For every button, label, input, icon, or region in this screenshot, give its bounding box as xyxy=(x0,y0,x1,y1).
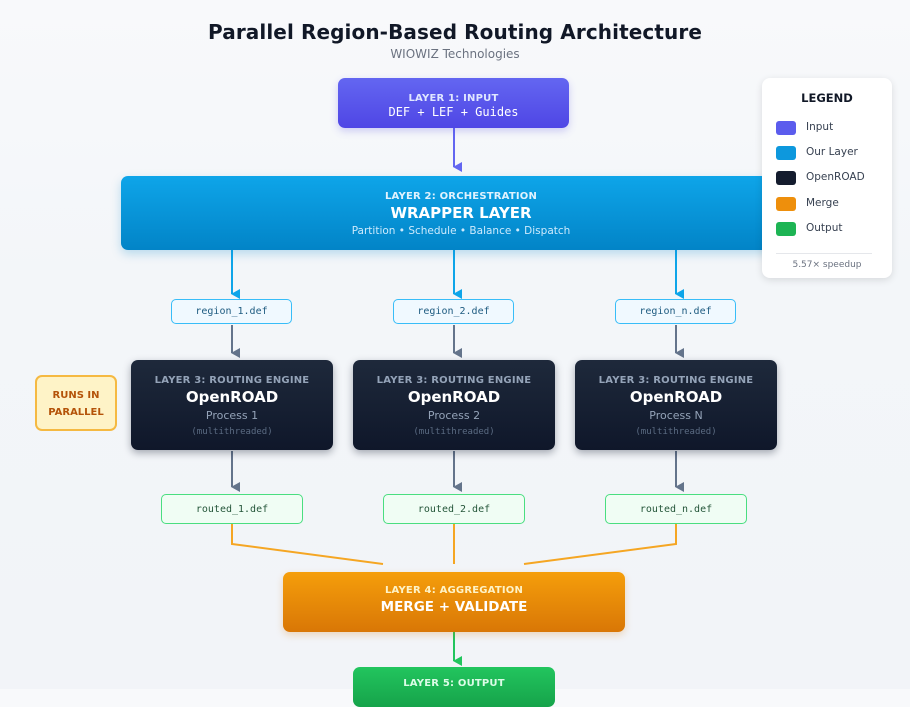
diagram-title: Parallel Region-Based Routing Architectu… xyxy=(208,20,702,44)
legend-swatch xyxy=(776,146,796,160)
merge-line-1 xyxy=(231,524,384,565)
routed-file-2[interactable]: routed_2.def xyxy=(383,494,525,524)
engine-label: LAYER 3: ROUTING ENGINE xyxy=(598,375,754,386)
engine-name: OpenROAD xyxy=(185,388,279,406)
engine-process: Process 1 xyxy=(205,409,259,422)
routed-file-1[interactable]: routed_1.def xyxy=(161,494,303,524)
layer2-label: LAYER 2: ORCHESTRATION xyxy=(384,191,538,202)
legend-title: LEGEND xyxy=(801,91,853,105)
layer4-main: MERGE + VALIDATE xyxy=(380,599,528,615)
parallel-line-2: PARALLEL xyxy=(48,407,104,418)
engine-note: (multithreaded) xyxy=(191,427,273,437)
engine-node-1[interactable]: LAYER 3: ROUTING ENGINE OpenROAD Process… xyxy=(131,360,333,450)
legend-swatch xyxy=(776,121,796,135)
layer5-label: LAYER 5: OUTPUT xyxy=(403,678,505,689)
region-file-n[interactable]: region_n.def xyxy=(615,299,736,324)
legend-swatch xyxy=(776,171,796,185)
engine-name: OpenROAD xyxy=(629,388,723,406)
legend-label: Merge xyxy=(806,197,839,209)
layer1-input-node[interactable]: LAYER 1: INPUT DEF + LEF + Guides xyxy=(338,78,569,128)
layer2-main: WRAPPER LAYER xyxy=(390,204,532,222)
parallel-line-1: RUNS IN xyxy=(52,390,100,401)
legend-divider xyxy=(776,253,872,254)
legend-label: OpenROAD xyxy=(806,171,865,183)
merge-line-n xyxy=(523,524,677,565)
layer5-output-node[interactable]: LAYER 5: OUTPUT xyxy=(353,667,555,707)
legend-swatch xyxy=(776,197,796,211)
layer2-orchestration-node[interactable]: LAYER 2: ORCHESTRATION WRAPPER LAYER Par… xyxy=(121,176,801,250)
layer4-aggregation-node[interactable]: LAYER 4: AGGREGATION MERGE + VALIDATE xyxy=(283,572,625,632)
engine-label: LAYER 3: ROUTING ENGINE xyxy=(376,375,532,386)
region-file-2[interactable]: region_2.def xyxy=(393,299,514,324)
legend-label: Output xyxy=(806,222,843,234)
runs-in-parallel-badge: RUNS IN PARALLEL xyxy=(35,375,117,431)
engine-process: Process 2 xyxy=(427,409,481,422)
legend-label: Our Layer xyxy=(806,146,858,158)
engine-node-n[interactable]: LAYER 3: ROUTING ENGINE OpenROAD Process… xyxy=(575,360,777,450)
engine-label: LAYER 3: ROUTING ENGINE xyxy=(154,375,310,386)
layer1-label: LAYER 1: INPUT xyxy=(408,93,499,104)
layer2-sub: Partition • Schedule • Balance • Dispatc… xyxy=(351,225,571,237)
engine-node-2[interactable]: LAYER 3: ROUTING ENGINE OpenROAD Process… xyxy=(353,360,555,450)
routed-file-n[interactable]: routed_n.def xyxy=(605,494,747,524)
engine-process: Process N xyxy=(649,409,703,422)
engine-note: (multithreaded) xyxy=(413,427,495,437)
speedup-note: 5.57× speedup xyxy=(792,260,862,270)
layer1-main: DEF + LEF + Guides xyxy=(388,105,519,119)
engine-name: OpenROAD xyxy=(407,388,501,406)
region-file-1[interactable]: region_1.def xyxy=(171,299,292,324)
connectors xyxy=(231,128,684,666)
layer4-label: LAYER 4: AGGREGATION xyxy=(384,585,524,596)
engine-note: (multithreaded) xyxy=(635,427,717,437)
legend-label: Input xyxy=(806,121,834,133)
legend-swatch xyxy=(776,222,796,236)
diagram-subtitle: WIOWIZ Technologies xyxy=(390,47,520,61)
legend-panel: LEGEND Input Our Layer OpenROAD Merge Ou… xyxy=(762,78,892,278)
